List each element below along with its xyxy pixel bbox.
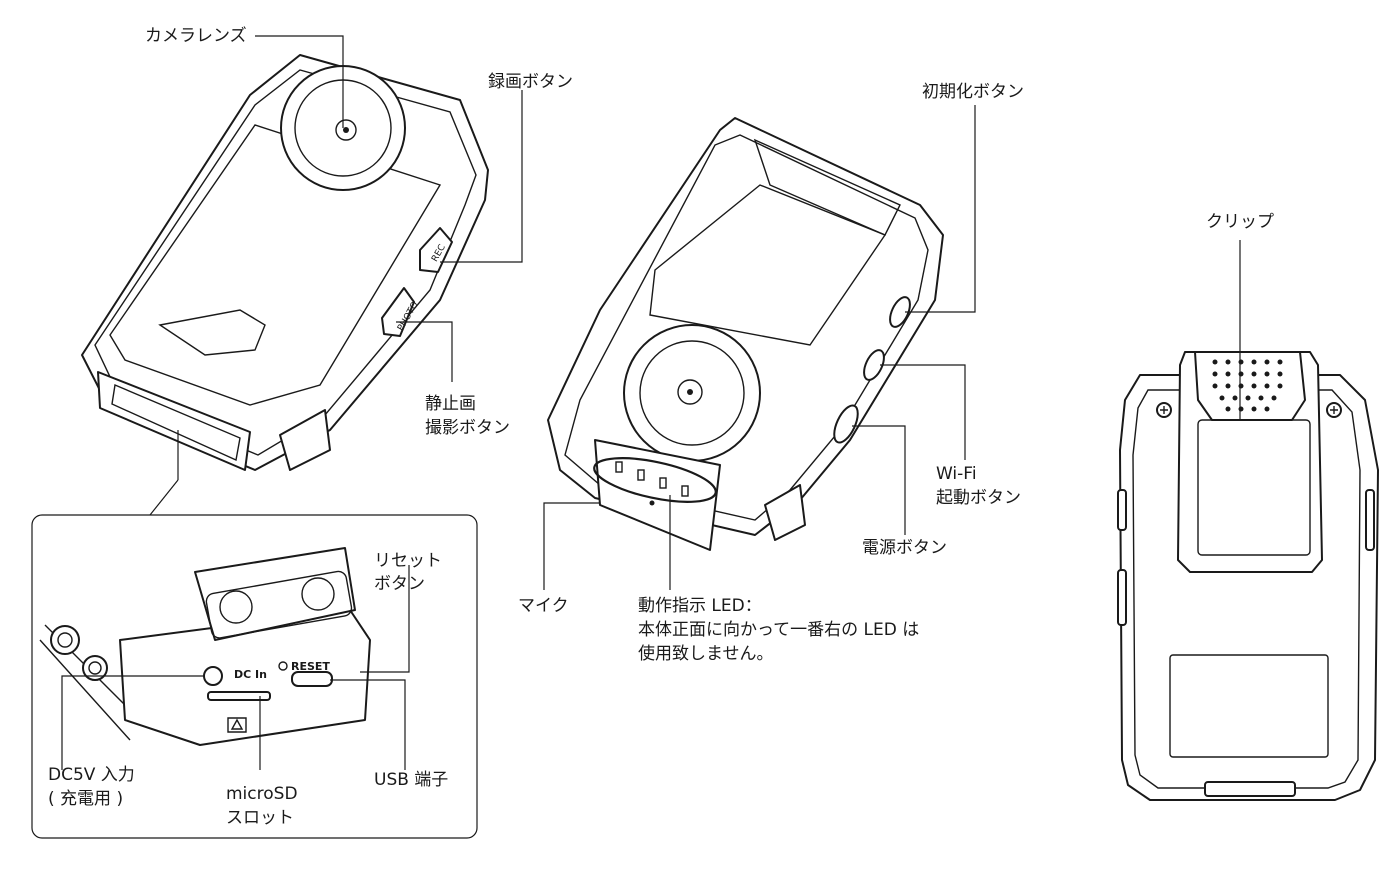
label-clip: クリップ bbox=[1206, 212, 1274, 232]
label-init-button: 初期化ボタン bbox=[922, 82, 1024, 102]
label-mic: マイク bbox=[518, 596, 569, 616]
label-photo-button-line2: 撮影ボタン bbox=[425, 418, 510, 438]
microsd-slot bbox=[207, 691, 271, 701]
label-microsd-line1: microSD bbox=[226, 784, 298, 804]
label-wifi-line2: 起動ボタン bbox=[936, 488, 1021, 508]
rec-button: REC bbox=[419, 227, 453, 273]
label-reset-line2: ボタン bbox=[374, 574, 425, 594]
label-dc-input-line1: DC5V 入力 bbox=[48, 765, 135, 785]
label-record-button: 録画ボタン bbox=[488, 72, 573, 92]
label-led-line3: 使用致しません。 bbox=[638, 644, 774, 664]
screw-left bbox=[1156, 402, 1172, 418]
reset-hole bbox=[278, 661, 288, 671]
reset-marking: RESET bbox=[291, 660, 330, 673]
clip bbox=[1177, 351, 1323, 573]
label-led-line1: 動作指示 LED： bbox=[638, 596, 762, 616]
usb-port bbox=[291, 671, 333, 687]
label-photo-button-line1: 静止画 bbox=[425, 394, 476, 414]
camera-top-view bbox=[547, 117, 944, 551]
leader-lines bbox=[61, 35, 1241, 770]
dc-in-port bbox=[203, 666, 223, 686]
side-buttons bbox=[833, 296, 911, 444]
dc-in-marking: DC In bbox=[234, 668, 267, 681]
mic-hole bbox=[649, 500, 655, 506]
led-row bbox=[593, 457, 717, 503]
label-led-line2: 本体正面に向かって一番右の LED は bbox=[638, 620, 920, 640]
label-usb-port: USB 端子 bbox=[374, 770, 449, 790]
label-microsd-line2: スロット bbox=[226, 808, 294, 828]
port-detail-inset: DC In RESET bbox=[31, 430, 478, 839]
label-dc-input-line2: ( 充電用 ) bbox=[48, 789, 124, 809]
label-power-button: 電源ボタン bbox=[862, 538, 947, 558]
label-reset-line1: リセット bbox=[374, 551, 442, 571]
camera-back-view bbox=[1117, 351, 1379, 801]
label-camera-lens: カメラレンズ bbox=[145, 26, 247, 46]
back-label-area bbox=[1169, 654, 1329, 758]
label-wifi-line1: Wi-Fi bbox=[936, 464, 977, 484]
screw-right bbox=[1326, 402, 1342, 418]
